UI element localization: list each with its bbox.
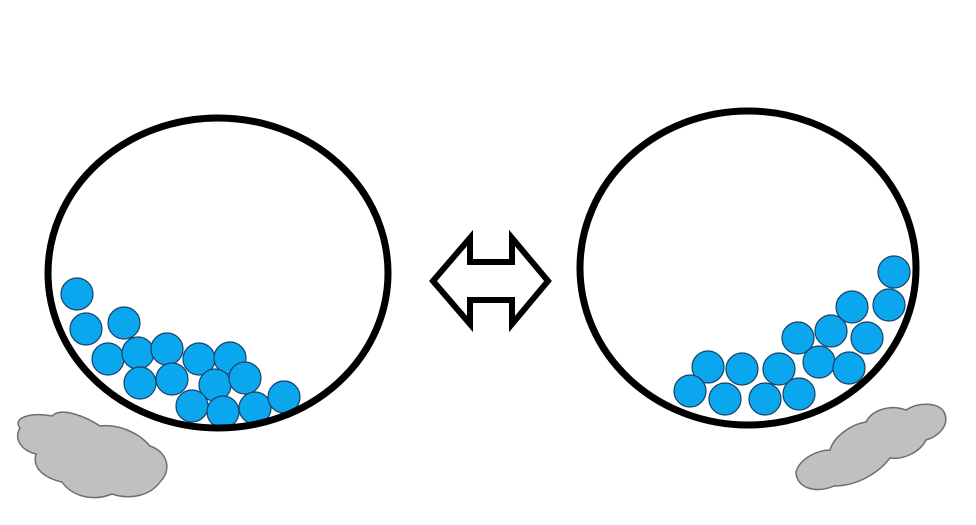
ball <box>832 351 866 385</box>
right-ball-group <box>673 255 911 416</box>
ball <box>762 352 796 386</box>
ball <box>123 366 157 400</box>
ball <box>150 332 184 366</box>
ball <box>835 290 869 324</box>
ball <box>877 255 911 289</box>
right-shadow-cloud <box>795 403 947 491</box>
ball <box>175 389 209 423</box>
ball <box>107 306 141 340</box>
ball <box>673 374 707 408</box>
ball <box>782 377 816 411</box>
ball <box>725 352 759 386</box>
left-shadow-cloud <box>16 411 168 499</box>
ball <box>748 382 782 416</box>
left-ball-group <box>60 277 301 429</box>
ball <box>850 321 884 355</box>
ball <box>69 312 103 346</box>
ball <box>781 321 815 355</box>
ball <box>228 361 262 395</box>
right-container-circle <box>576 107 920 429</box>
ball <box>802 345 836 379</box>
ball <box>872 288 906 322</box>
ball <box>814 314 848 348</box>
ball <box>91 342 125 376</box>
ball <box>708 382 742 416</box>
ball <box>121 336 155 370</box>
ball <box>691 350 725 384</box>
ball <box>60 277 94 311</box>
double-headed-arrow-icon <box>429 229 552 333</box>
ball <box>206 395 240 429</box>
left-container-circle <box>44 114 392 432</box>
ball <box>155 362 189 396</box>
